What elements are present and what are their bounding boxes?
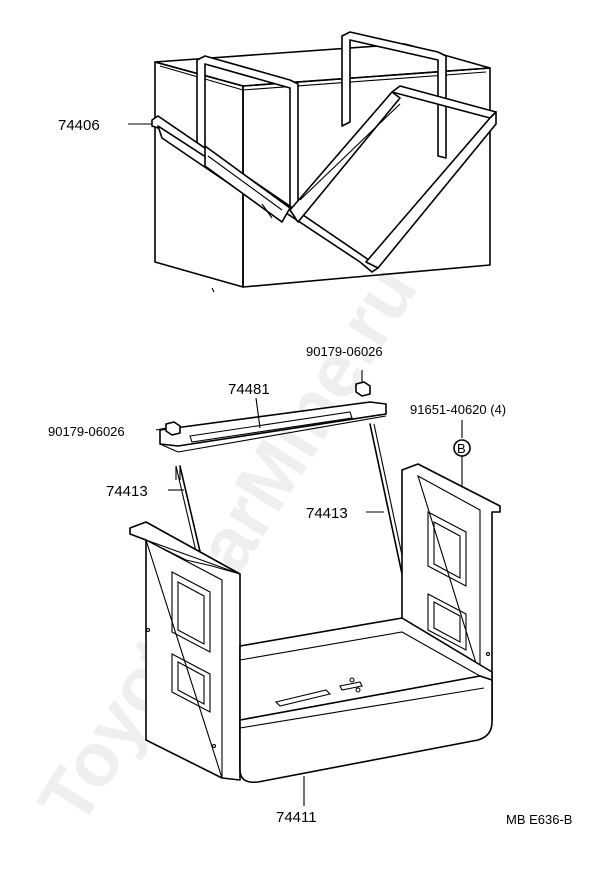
callout-74406: 74406 — [58, 117, 152, 134]
callout-91651: 91651-40620 (4) B — [410, 402, 506, 488]
label-74413-left: 74413 — [106, 483, 148, 500]
nut-left-icon — [155, 421, 181, 436]
hold-down-bar — [159, 401, 387, 453]
label-90179-06026-top: 90179-06026 — [306, 344, 383, 359]
battery-clamp-frame — [151, 31, 497, 273]
label-74413-right: 74413 — [306, 505, 348, 522]
nut-right-icon — [355, 370, 371, 397]
callout-74413-right: 74413 — [306, 505, 384, 522]
label-symbol-b: B — [457, 441, 466, 456]
battery-carrier — [129, 463, 501, 784]
label-91651-40620: 91651-40620 (4) — [410, 402, 506, 417]
label-74411: 74411 — [276, 809, 317, 826]
callout-74413-left: 74413 — [106, 483, 184, 500]
callout-74411: 74411 — [276, 776, 317, 826]
battery-box — [154, 43, 491, 293]
drawing-code: MB E636-B — [506, 812, 572, 827]
label-74481: 74481 — [228, 381, 270, 398]
label-90179-06026-left: 90179-06026 — [48, 424, 125, 439]
callout-74481: 74481 — [228, 381, 270, 429]
label-74406: 74406 — [58, 117, 100, 134]
